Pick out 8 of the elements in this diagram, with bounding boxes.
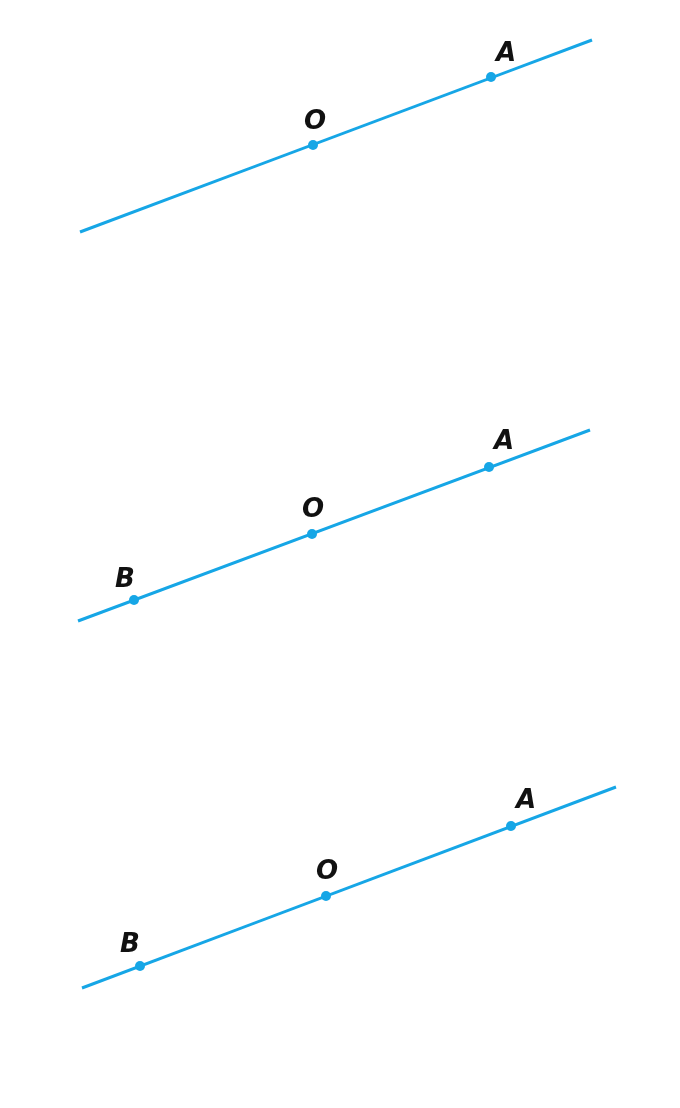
point-label: A: [495, 38, 517, 66]
point-label: O: [303, 106, 327, 134]
point-label: A: [493, 426, 515, 454]
point-label: B: [120, 929, 140, 957]
point-label: O: [315, 856, 339, 884]
point-label: A: [515, 785, 537, 813]
point-label: O: [301, 494, 325, 522]
point-label: B: [115, 564, 135, 592]
